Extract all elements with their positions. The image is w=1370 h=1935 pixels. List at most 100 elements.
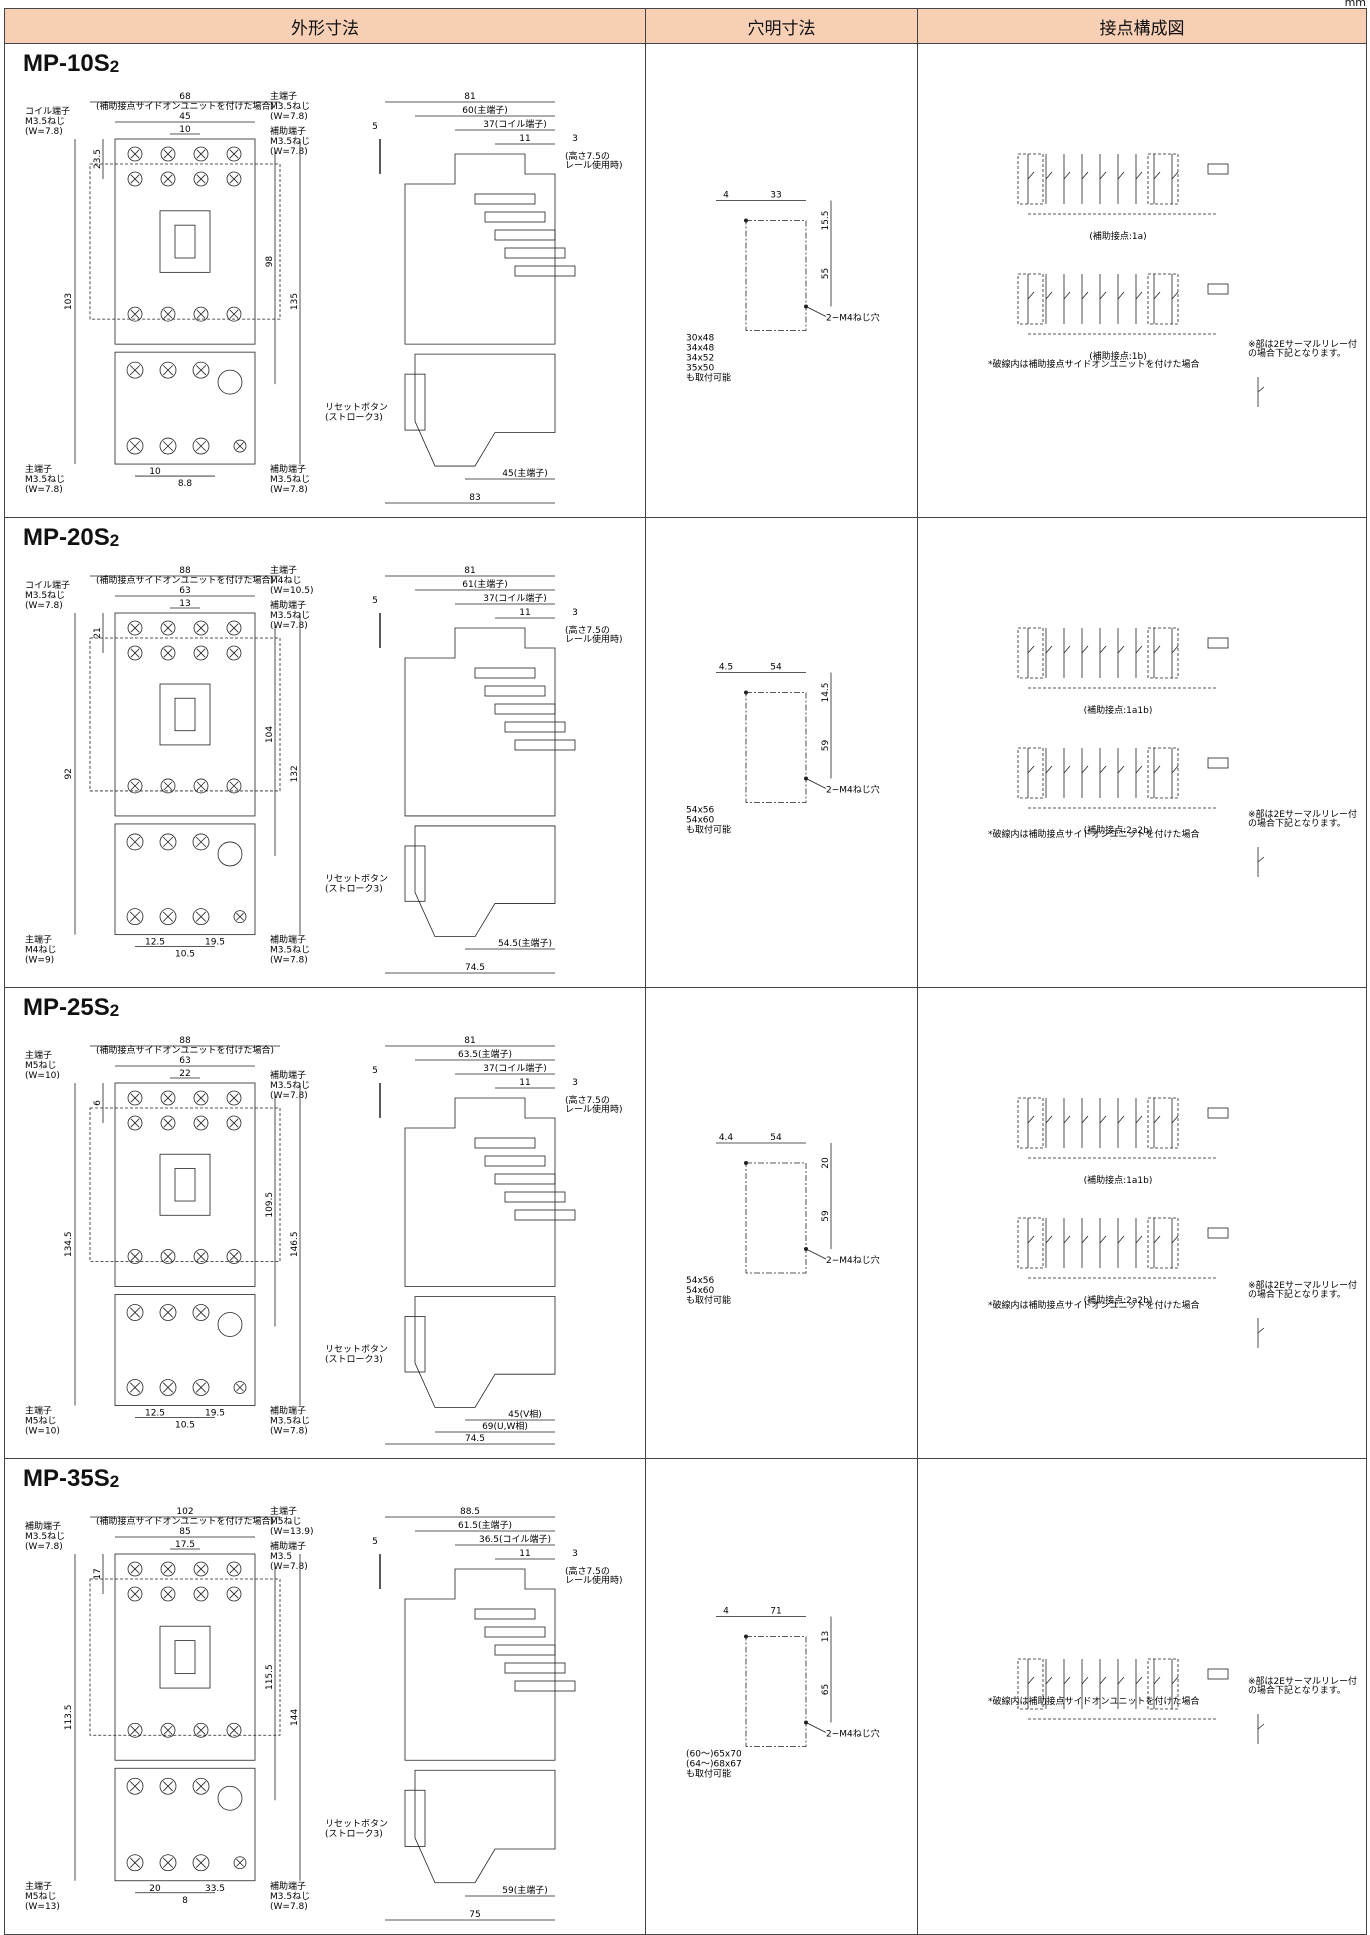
model-name-text: MP-20S xyxy=(23,524,110,551)
dim-side-total: 88.5 xyxy=(460,1507,480,1517)
alt-size-label: も取付可能 xyxy=(686,372,731,384)
sideon-unit-note: *破線内は補助接点サイドオンユニットを付けた場合 xyxy=(988,828,1200,840)
rail-note: (高さ7.5の xyxy=(565,1094,610,1106)
hole-screw-label: 2−M4ねじ穴 xyxy=(826,312,880,324)
terminal-label-main-terminal-top: (W=13.9) xyxy=(270,1527,314,1537)
dim-height-4: 134.5 xyxy=(64,1231,74,1257)
dim-top-width: 88 xyxy=(179,1036,191,1046)
terminal-label-aux-terminal-top: M3.5ねじ xyxy=(270,136,310,147)
dim-side-11: 11 xyxy=(519,608,530,618)
terminal-label-aux-terminal-top: (W=7.8) xyxy=(270,621,308,631)
dim-side-5: 5 xyxy=(372,1537,378,1547)
alt-size-label: 35x50 xyxy=(686,364,715,374)
dim-height-2: 104 xyxy=(265,726,275,743)
alt-size-label: 34x52 xyxy=(686,354,714,364)
reset-button-label: リセットボタン xyxy=(325,1344,388,1355)
front-view-drawing: 88(補助接点サイドオンユニットを付けた場合)6322主端子M5ねじ(W=10)… xyxy=(25,1036,310,1437)
sideon-unit-note: *破線内は補助接点サイドオンユニットを付けた場合 xyxy=(988,358,1200,370)
dim-side-11: 11 xyxy=(519,1549,530,1559)
dim-top-width-note: (補助接点サイドオンユニットを付けた場合) xyxy=(96,1044,274,1056)
terminal-label-aux-terminal-top: (W=7.8) xyxy=(270,147,308,157)
contact-config-label: (補助接点:1a1b) xyxy=(1084,704,1153,716)
terminal-label-aux-bottom: M3.5ねじ xyxy=(270,1891,310,1902)
rail-note: レール使用時) xyxy=(565,633,623,645)
dim-bottom-main: 54.5(主端子) xyxy=(498,937,552,949)
alt-size-label: も取付可能 xyxy=(686,824,731,836)
terminal-label-main-terminal-top: M4ねじ xyxy=(270,575,302,586)
contact-cell: (補助接点:1a)(補助接点:1b)*破線内は補助接点サイドオンユニットを付けた… xyxy=(917,43,1367,518)
dim-hole-top: 14.5 xyxy=(821,682,831,702)
contact-cell: (補助接点:1a1b)(補助接点:2a2b)*破線内は補助接点サイドオンユニット… xyxy=(917,987,1367,1459)
dim-height-3: 144 xyxy=(290,1709,300,1726)
dim-width-2: 10 xyxy=(179,125,191,135)
dim-top-width-note: (補助接点サイドオンユニットを付けた場合) xyxy=(96,574,274,586)
terminal-label-main-bottom: 主端子 xyxy=(25,1405,52,1417)
dim-bottom-total: 74.5 xyxy=(465,1434,485,1444)
rail-note: レール使用時) xyxy=(565,1574,623,1586)
thermal-relay-note: の場合下記となります。 xyxy=(1248,817,1346,829)
dim-hole-left: 4.5 xyxy=(719,663,733,673)
thermal-relay-note: ※部は2Eサーマルリレー付 xyxy=(1248,808,1357,820)
dim-bottom-2: 10.5 xyxy=(175,950,195,960)
dim-side-3: 3 xyxy=(572,134,578,144)
dim-top-width: 68 xyxy=(179,92,191,102)
dim-side-main: 61(主端子) xyxy=(462,578,507,590)
dim-top-width-note: (補助接点サイドオンユニットを付けた場合) xyxy=(96,1515,274,1527)
terminal-label-main-terminal-top: 主端子 xyxy=(270,564,297,576)
dim-height-1: 17 xyxy=(93,1568,103,1579)
terminal-label-main-bottom: (W=10) xyxy=(25,1427,60,1437)
model-name-text: MP-10S xyxy=(23,50,110,77)
alt-size-label: 54x60 xyxy=(686,816,715,826)
thermal-relay-note: の場合下記となります。 xyxy=(1248,347,1346,359)
alt-size-label: 54x60 xyxy=(686,1286,715,1296)
dim-side-3: 3 xyxy=(572,1549,578,1559)
column-header-outline: 外形寸法 xyxy=(4,8,646,44)
dim-height-1: 21 xyxy=(93,627,103,638)
dim-hole-left: 4 xyxy=(723,1607,729,1617)
terminal-label-main-bottom: 主端子 xyxy=(25,463,52,475)
model-name: MP-10S2 xyxy=(23,50,119,78)
contact-cell: (補助接点:1a1b)(補助接点:2a2b)*破線内は補助接点サイドオンユニット… xyxy=(917,517,1367,988)
dim-height-4: 92 xyxy=(64,768,74,779)
dim-hole-height: 59 xyxy=(821,1210,831,1222)
rail-note: (高さ7.5の xyxy=(565,150,610,162)
terminal-label-aux-bottom: (W=7.8) xyxy=(270,485,308,495)
dim-side-coil: 37(コイル端子) xyxy=(483,592,546,604)
terminal-label-coil-terminal: M3.5ねじ xyxy=(25,590,65,601)
terminal-label-main-terminal-top: M5ねじ xyxy=(270,1516,302,1527)
unit-label: mm xyxy=(1344,0,1366,9)
dim-hole-left: 4 xyxy=(723,191,729,201)
dim-height-1: 23.5 xyxy=(93,149,103,169)
model-name-text: MP-35S xyxy=(23,1465,110,1492)
hole-screw-label: 2−M4ねじ穴 xyxy=(826,784,880,796)
dim-bottom-main: 45(V相) xyxy=(508,1408,542,1420)
terminal-label-main-bottom: M3.5ねじ xyxy=(25,474,65,485)
dim-height-2: 115.5 xyxy=(265,1664,275,1690)
dim-bottom-main: 45(主端子) xyxy=(502,467,547,479)
dim-hole-width: 33 xyxy=(770,191,781,201)
terminal-label-aux-bottom: (W=7.8) xyxy=(270,956,308,966)
model-name: MP-25S2 xyxy=(23,994,119,1022)
terminal-label-main-bottom: 主端子 xyxy=(25,934,52,946)
dim-hole-left: 4.4 xyxy=(719,1133,734,1143)
dim-side-main: 60(主端子) xyxy=(462,104,507,116)
dim-hole-width: 71 xyxy=(770,1607,781,1617)
dim-bottom-2: 8.8 xyxy=(178,479,193,489)
dim-hole-top: 20 xyxy=(821,1157,831,1169)
sideon-unit-note: *破線内は補助接点サイドオンユニットを付けた場合 xyxy=(988,1299,1200,1311)
dim-bottom-3: 19.5 xyxy=(205,1409,225,1419)
model-name: MP-20S2 xyxy=(23,524,119,552)
thermal-relay-note: ※部は2Eサーマルリレー付 xyxy=(1248,1279,1357,1291)
terminal-label-coil-terminal: (W=7.8) xyxy=(25,601,63,611)
dim-width-1: 45 xyxy=(179,112,190,122)
reset-button-label: リセットボタン xyxy=(325,873,388,884)
